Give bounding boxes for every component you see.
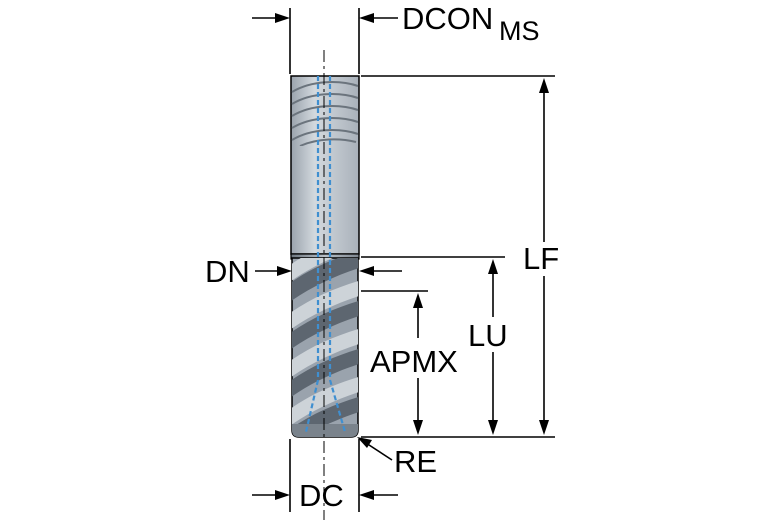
dim-dcon: DCON MS <box>252 1 540 74</box>
label-lf: LF <box>523 241 559 276</box>
label-lu: LU <box>468 318 508 353</box>
helical-flutes <box>292 258 358 437</box>
dim-dn: DN <box>205 254 402 289</box>
shank <box>290 75 360 255</box>
dim-dc: DC <box>252 439 398 513</box>
dim-re: RE <box>357 437 437 479</box>
label-apmx: APMX <box>370 344 458 379</box>
label-dn: DN <box>205 254 250 289</box>
dim-apmx: APMX <box>361 290 458 435</box>
label-dc: DC <box>299 478 344 513</box>
end-mill-tool <box>290 50 360 520</box>
dim-lu: LU <box>361 256 508 435</box>
coolant-channels <box>304 76 347 433</box>
label-dcon: DCON <box>402 1 493 36</box>
shank-top-grooves <box>291 81 359 146</box>
label-dcon-subscript: MS <box>499 16 540 46</box>
label-re: RE <box>394 444 437 479</box>
dim-lf: LF <box>361 75 559 438</box>
